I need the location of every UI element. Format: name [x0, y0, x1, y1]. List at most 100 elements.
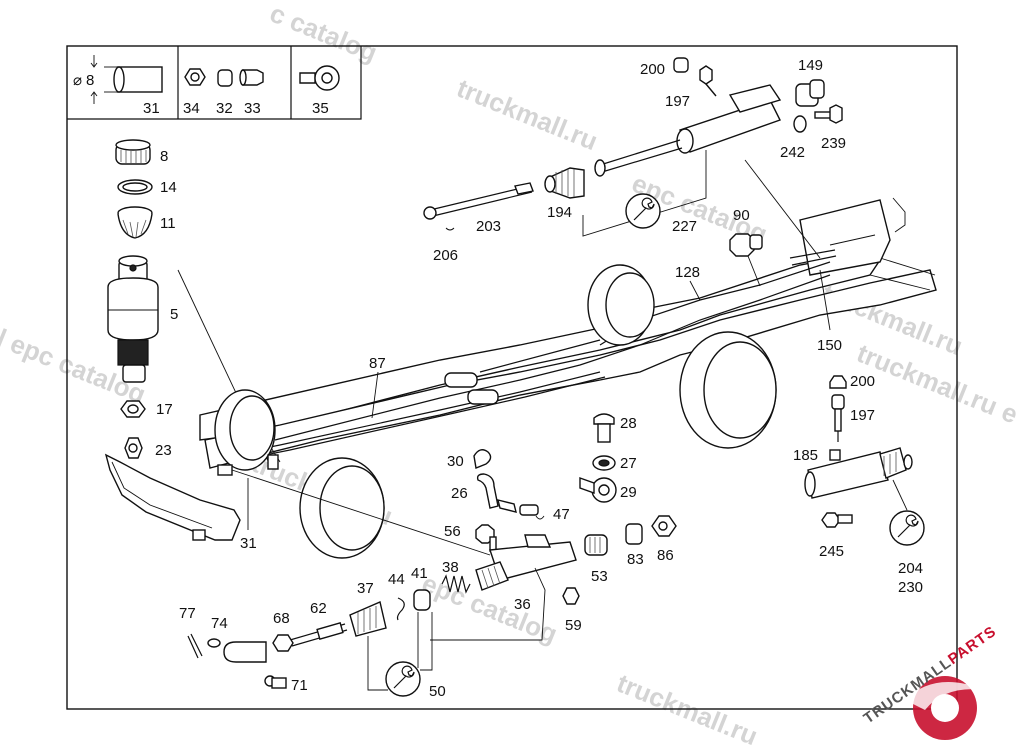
- callout-44: 44: [388, 571, 405, 588]
- callout-150: 150: [817, 337, 842, 354]
- washer-242: [793, 115, 807, 133]
- clevis-74: [207, 638, 267, 663]
- callout-74: 74: [211, 615, 228, 632]
- callout-29: 29: [620, 484, 637, 501]
- callout-14: 14: [160, 179, 177, 196]
- chassis-frame: [199, 197, 937, 471]
- frame-fittings: [444, 339, 601, 405]
- diameter-value: 8: [86, 72, 94, 89]
- callout-11: 11: [160, 215, 176, 232]
- hose-150: [789, 249, 837, 331]
- callout-32: 32: [216, 100, 233, 117]
- bolt-239: [814, 104, 843, 124]
- callout-68: 68: [273, 610, 290, 627]
- callout-37: 37: [357, 580, 374, 597]
- pushrod-203: [423, 182, 534, 231]
- callout-59: 59: [565, 617, 582, 634]
- callout-23: 23: [155, 442, 172, 459]
- callout-35: 35: [312, 100, 329, 117]
- callout-36: 36: [514, 596, 531, 613]
- callout-28: 28: [620, 415, 637, 432]
- union-90: [729, 233, 763, 287]
- callout-31: 31: [240, 535, 257, 552]
- bolt-245: [821, 512, 853, 528]
- callout-53: 53: [591, 568, 608, 585]
- cap-200-right: [829, 375, 847, 389]
- union-149: [795, 79, 825, 107]
- callout-230: 230: [898, 579, 923, 596]
- callout-197-right: 197: [850, 407, 875, 424]
- callout-labels: 8 14 11 5 17 23 31 87 128 150 90 200 197…: [155, 57, 923, 700]
- banjo-29: [579, 477, 617, 503]
- callout-86: 86: [657, 547, 674, 564]
- brake-fluid-reservoir-5: [107, 255, 159, 383]
- filter-strainer-11: [117, 206, 153, 239]
- callout-30: 30: [447, 453, 464, 470]
- callout-33: 33: [244, 100, 261, 117]
- mid-fittings: [473, 413, 617, 552]
- callout-90: 90: [733, 207, 750, 224]
- cap-nut-23: [124, 437, 143, 459]
- union-47: [519, 504, 545, 520]
- wheel-rear-right: [679, 331, 777, 449]
- callout-128: 128: [675, 264, 700, 281]
- front-bumper: [104, 453, 241, 541]
- callout-242: 242: [780, 144, 805, 161]
- linkage-assembly: [187, 589, 433, 697]
- callout-62: 62: [310, 600, 327, 617]
- callout-27: 27: [620, 455, 637, 472]
- callout-17: 17: [156, 401, 173, 418]
- banjo-bolt-28: [593, 413, 615, 443]
- boot-194: [544, 167, 585, 199]
- cylinder-185: [804, 447, 913, 499]
- inset-boxes: ⌀ 8 31 34 32 33 35: [67, 46, 362, 120]
- callout-203: 203: [476, 218, 501, 235]
- callout-197-top: 197: [665, 93, 690, 110]
- wrench-icon-227: [625, 193, 661, 229]
- bolt-56: [475, 524, 497, 552]
- logo-swoosh: [905, 682, 985, 710]
- seal-41: [413, 589, 431, 611]
- callout-50: 50: [429, 683, 446, 700]
- watermark-2: truckmall.ru: [453, 73, 602, 157]
- callout-227: 227: [672, 218, 697, 235]
- wheel-front-right: [299, 457, 385, 559]
- callout-83: 83: [627, 551, 644, 568]
- callout-149: 149: [798, 57, 823, 74]
- callout-31-inset: 31: [143, 100, 160, 117]
- pin-71: [264, 675, 287, 689]
- callout-204: 204: [898, 560, 923, 577]
- fitting-31-front: [217, 454, 491, 556]
- nut-83: [625, 523, 643, 545]
- bleeder-197-right: [831, 394, 845, 442]
- front-cylinder-assembly: [430, 515, 677, 641]
- bleeder-197-top: [699, 65, 717, 97]
- nut-68: [272, 634, 294, 652]
- spring-38: [441, 574, 471, 594]
- pushrod-62: [289, 622, 348, 647]
- boot-37: [349, 601, 387, 637]
- callout-206: 206: [433, 247, 458, 264]
- logo-gear-hole: [931, 694, 959, 722]
- wrench-icon-204: [889, 510, 925, 546]
- cylinder-boot: [475, 561, 509, 591]
- callout-26: 26: [451, 485, 468, 502]
- clip-30: [473, 449, 492, 469]
- callout-245: 245: [819, 543, 844, 560]
- split-pin-77: [187, 633, 203, 659]
- master-cylinder-assembly: [544, 57, 843, 259]
- callout-77: 77: [179, 605, 196, 622]
- callout-185: 185: [793, 447, 818, 464]
- callout-194: 194: [547, 204, 572, 221]
- callout-239: 239: [821, 135, 846, 152]
- cap-200-top: [673, 57, 689, 73]
- callout-200-right: 200: [850, 373, 875, 390]
- diameter-symbol: ⌀: [73, 72, 82, 89]
- callout-8: 8: [160, 148, 168, 165]
- wheel-rear-left: [587, 264, 655, 346]
- callout-87: 87: [369, 355, 386, 372]
- watermark-1: c catalog: [266, 0, 382, 68]
- hose-inset-31: ⌀ 8 31: [73, 55, 163, 117]
- wheels: [214, 264, 777, 559]
